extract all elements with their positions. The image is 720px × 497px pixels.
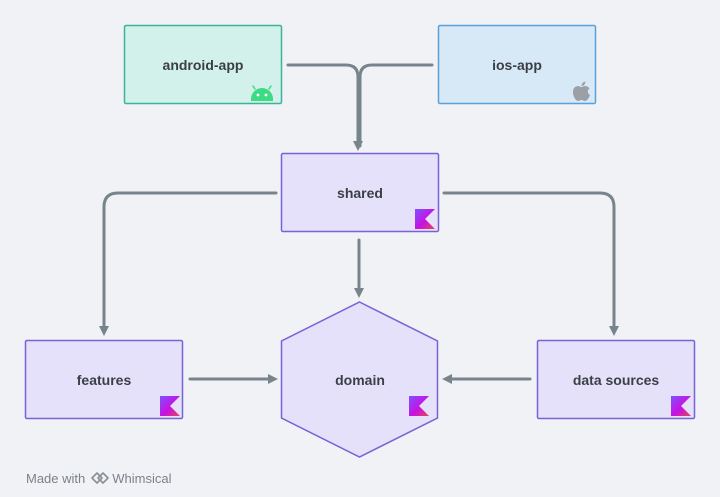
node-features-label: features	[77, 372, 132, 388]
kotlin-icon	[160, 396, 180, 416]
kotlin-icon	[415, 209, 435, 229]
kotlin-icon	[671, 396, 691, 416]
footer-brand-name: Whimsical	[112, 470, 172, 486]
node-domain[interactable]: domain	[280, 301, 439, 458]
footer-brand[interactable]: Whimsical	[91, 471, 171, 486]
node-ios-app[interactable]: ios-app	[437, 24, 597, 105]
node-shared-label: shared	[337, 185, 383, 201]
whimsical-footer: Made with Whimsical	[26, 468, 171, 488]
edge-shared-to-data-sources	[442, 191, 619, 336]
node-android-app[interactable]: android-app	[123, 24, 283, 105]
android-icon	[251, 85, 273, 101]
edge-ios-app-to-shared	[358, 63, 434, 148]
node-features[interactable]: features	[24, 339, 184, 420]
edge-shared-to-features	[99, 191, 278, 336]
whimsical-logo-icon	[91, 472, 110, 484]
kotlin-icon	[409, 396, 429, 416]
footer-made-with: Made with	[26, 470, 86, 486]
node-domain-label: domain	[335, 372, 385, 388]
node-ios-app-label: ios-app	[492, 57, 542, 73]
node-android-app-label: android-app	[163, 57, 244, 73]
edges	[99, 63, 619, 384]
node-data-sources-label: data sources	[573, 372, 660, 388]
node-shared[interactable]: shared	[280, 152, 440, 233]
edge-android-app-to-shared	[286, 63, 363, 151]
node-data-sources[interactable]: data sources	[536, 339, 696, 420]
apple-icon	[573, 81, 590, 101]
